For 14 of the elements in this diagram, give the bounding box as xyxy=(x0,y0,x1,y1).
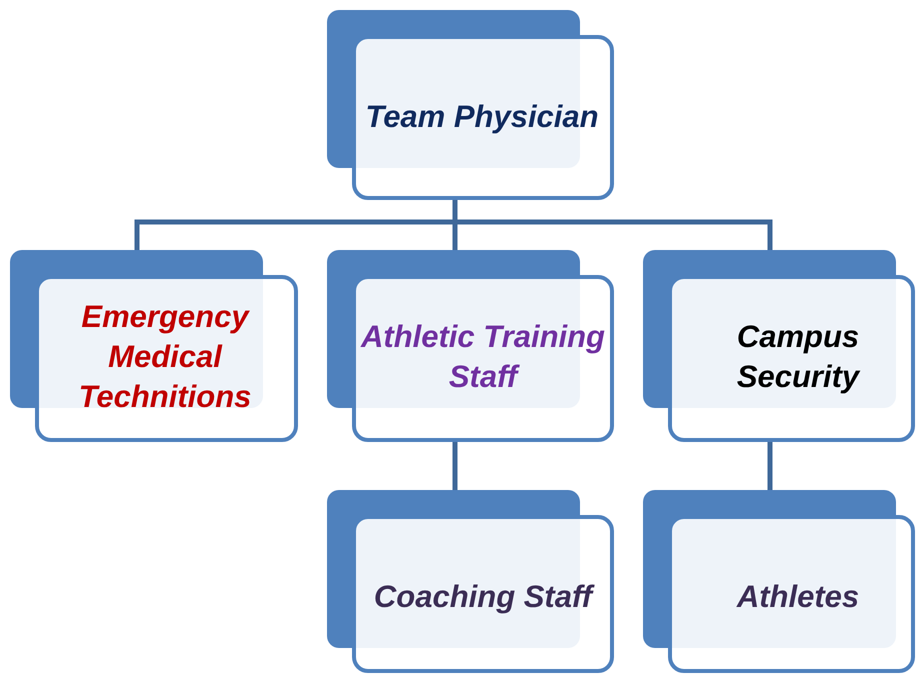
org-chart-box xyxy=(327,490,614,673)
org-chart-box xyxy=(643,490,915,673)
org-chart-box xyxy=(10,250,298,442)
box-label: Athletic Training Staff xyxy=(360,318,606,396)
box-label: Emergency Medical Technitions xyxy=(78,298,252,416)
org-chart-box xyxy=(327,250,614,442)
box-label: Team Physician xyxy=(364,98,600,136)
box-label: Athletes xyxy=(735,578,860,616)
box-label: Coaching Staff xyxy=(372,578,596,616)
connector-line xyxy=(768,442,772,490)
box-label: Campus Security xyxy=(736,318,862,396)
org-chart-box xyxy=(327,10,614,200)
connector-line xyxy=(452,442,458,490)
org-chart-box xyxy=(643,250,915,442)
